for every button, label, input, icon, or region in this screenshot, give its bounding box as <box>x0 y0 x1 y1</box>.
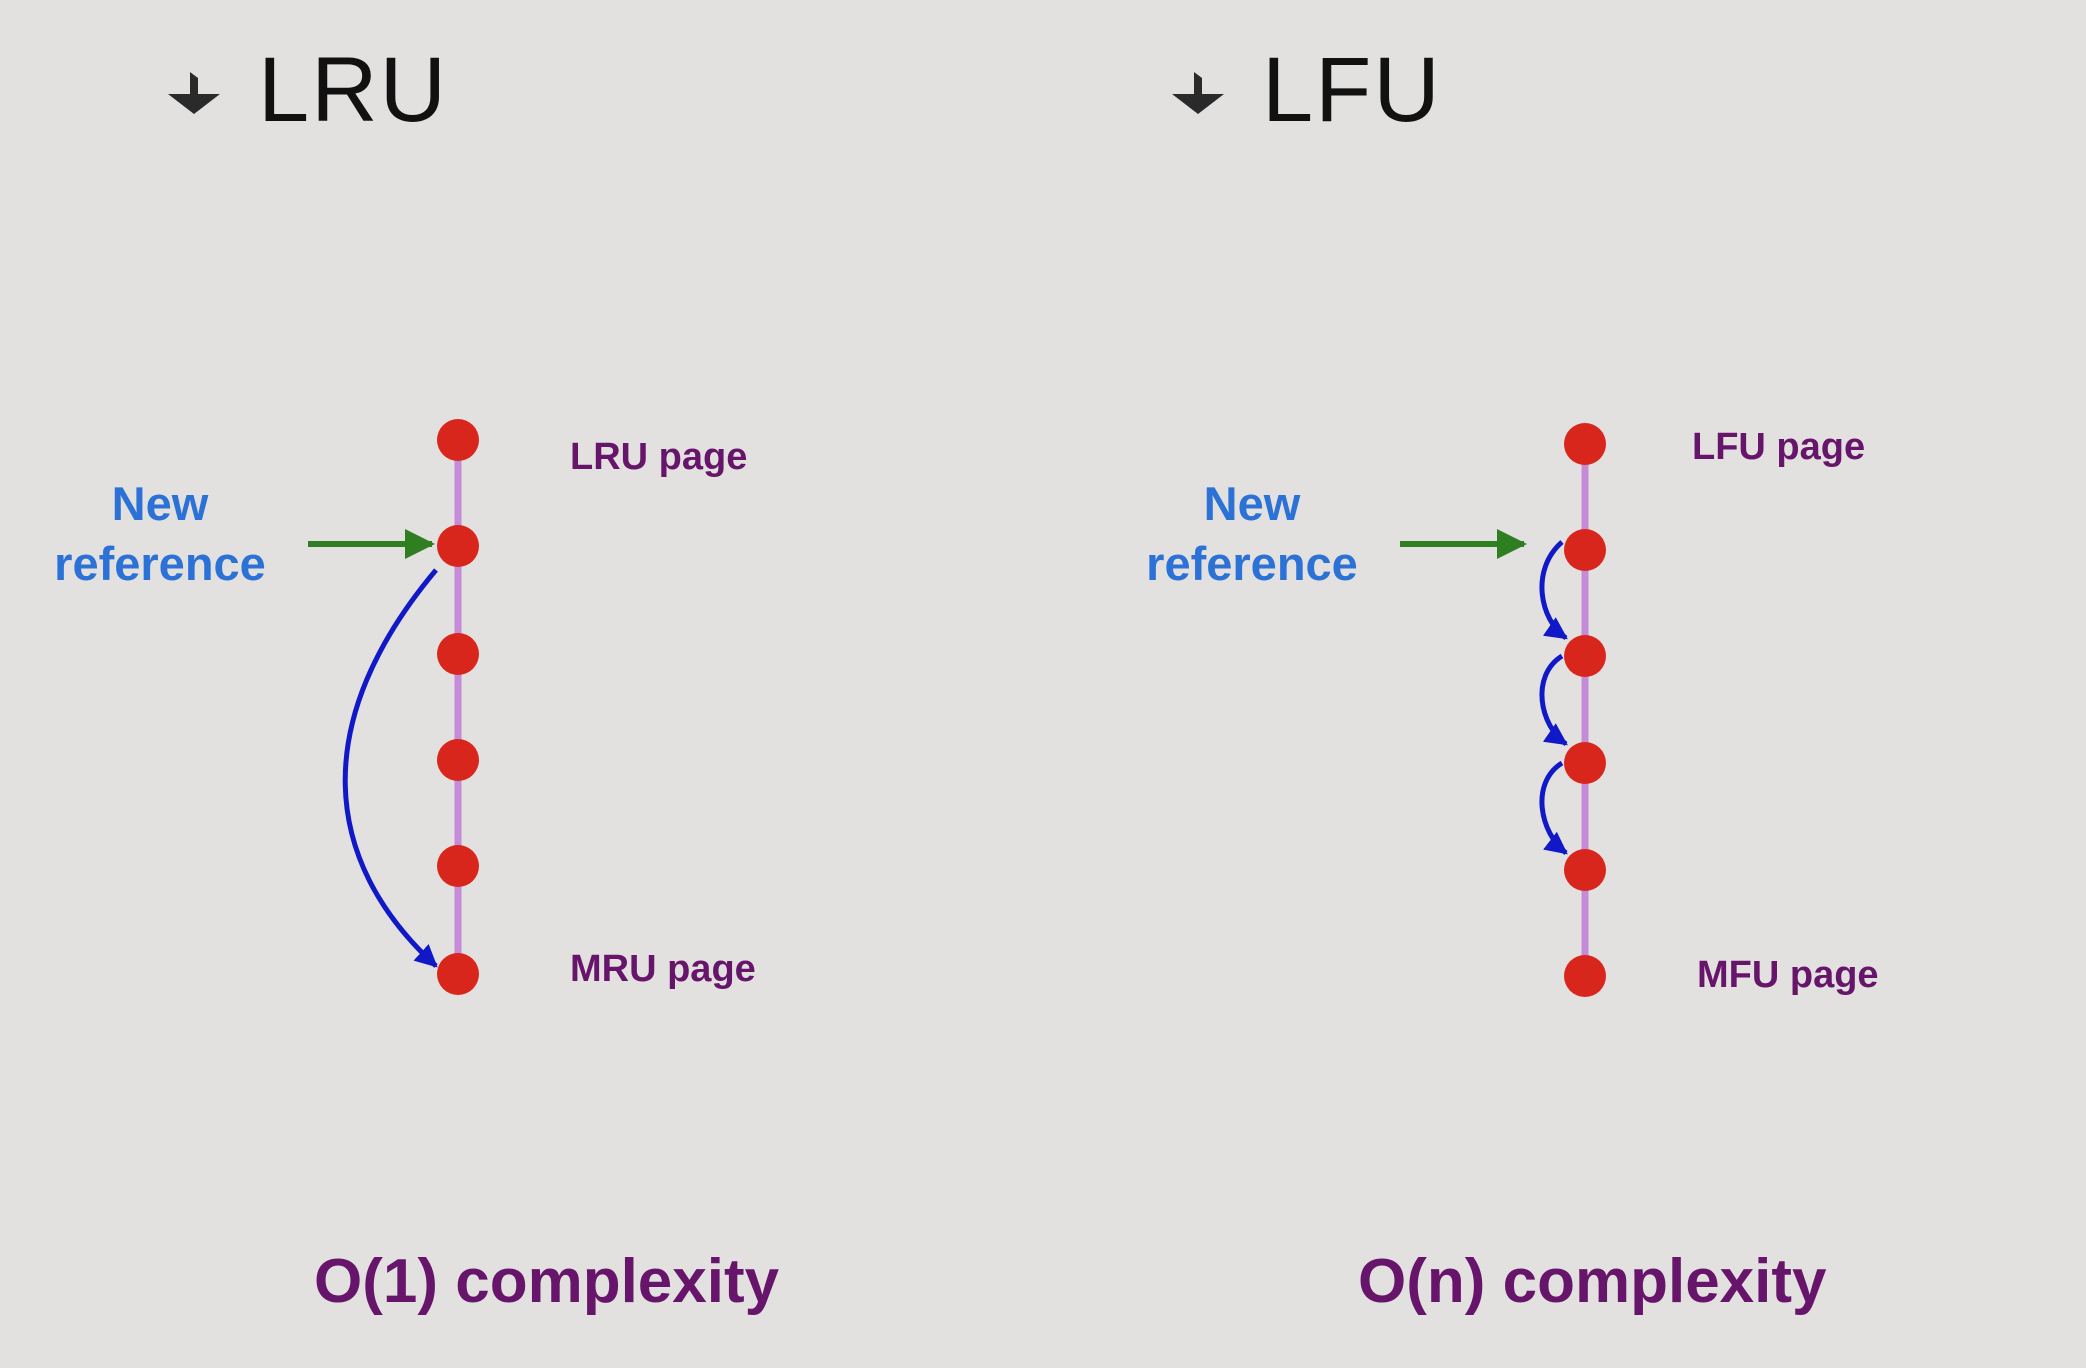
lru-new-reference-line-1: New <box>111 477 209 530</box>
lfu-new-reference-line-1: New <box>1203 477 1301 530</box>
arrow-bullet-icon <box>168 72 220 114</box>
lfu-complexity-caption: O(n) complexity <box>1358 1247 1827 1316</box>
lfu-new-reference-label: New reference <box>1112 474 1392 594</box>
lfu-step-arrow <box>1539 760 1568 855</box>
lru-node <box>437 633 479 675</box>
lru-node <box>437 953 479 995</box>
lru-node <box>437 739 479 781</box>
lfu-node <box>1564 529 1606 571</box>
lfu-node <box>1564 742 1606 784</box>
lru-complexity-caption: O(1) complexity <box>314 1247 780 1316</box>
arrow-bullet-icon <box>1172 72 1224 114</box>
lfu-step-arrow <box>1539 540 1568 641</box>
lfu-step-arrow <box>1539 653 1568 747</box>
lru-new-reference-label: New reference <box>20 474 300 594</box>
lfu-page-label: LFU page <box>1692 426 1866 468</box>
lru-new-reference-line-2: reference <box>54 537 266 590</box>
mru-page-label: MRU page <box>570 948 756 990</box>
lfu-node <box>1564 635 1606 677</box>
mfu-page-label: MFU page <box>1697 954 1879 996</box>
lru-move-to-mru-arrow <box>342 568 438 968</box>
lfu-node <box>1564 849 1606 891</box>
lfu-new-reference-line-2: reference <box>1146 537 1358 590</box>
lru-node <box>437 419 479 461</box>
lfu-node <box>1564 423 1606 465</box>
lfu-heading: LFU <box>1168 38 1442 141</box>
lru-heading-text: LRU <box>258 38 449 141</box>
lru-node <box>437 525 479 567</box>
lru-heading: LRU <box>164 38 449 141</box>
lru-page-label: LRU page <box>570 436 748 478</box>
lfu-list <box>1564 423 1606 997</box>
lru-list <box>437 419 479 995</box>
lfu-node <box>1564 955 1606 997</box>
lru-node <box>437 845 479 887</box>
lfu-heading-text: LFU <box>1262 38 1442 141</box>
